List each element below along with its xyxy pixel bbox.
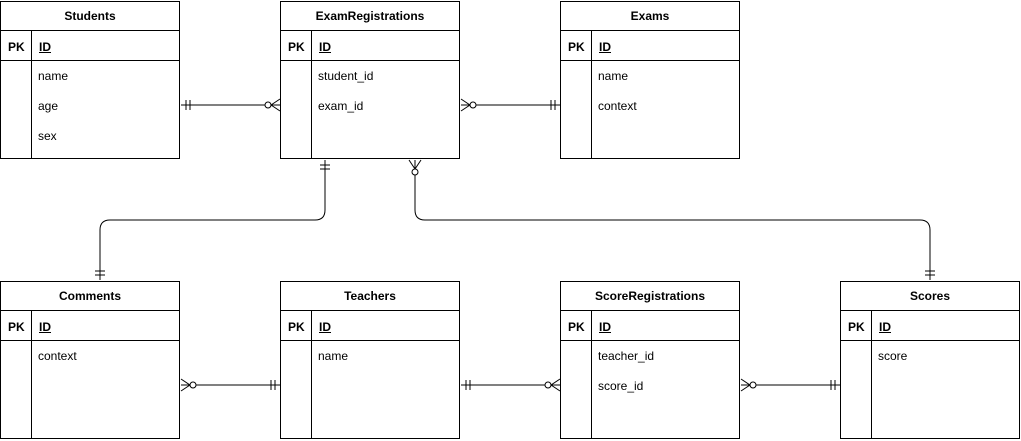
field-list: name context (561, 61, 739, 121)
pk-row: PK ID (561, 311, 739, 341)
pk-row: PK ID (841, 311, 1019, 341)
pk-label: PK (8, 40, 25, 54)
connector-score-registrations-scores (740, 378, 840, 392)
field-list: name (281, 341, 459, 371)
field-list: name age sex (1, 61, 179, 151)
field-name: name (598, 69, 629, 83)
connector-exam-registrations-scores (408, 159, 935, 280)
pk-label: PK (288, 40, 305, 54)
pk-field: ID (39, 40, 51, 54)
field-score-id: score_id (598, 379, 644, 393)
column-divider (591, 31, 592, 158)
pk-label: PK (8, 320, 25, 334)
pk-label: PK (848, 320, 865, 334)
column-divider (871, 311, 872, 438)
entity-title: Exams (561, 2, 739, 31)
pk-field: ID (319, 40, 331, 54)
entity-teachers[interactable]: Teachers PK ID name (280, 281, 460, 439)
pk-field: ID (39, 320, 51, 334)
connector-exam-registrations-comments (95, 160, 330, 280)
field-context: context (38, 349, 77, 363)
pk-field: ID (879, 320, 891, 334)
field-list: student_id exam_id (281, 61, 459, 121)
entity-title: Teachers (281, 282, 459, 311)
field-context: context (598, 99, 637, 113)
entity-score-registrations[interactable]: ScoreRegistrations PK ID teacher_id scor… (560, 281, 740, 439)
field-age: age (38, 99, 59, 113)
pk-row: PK ID (281, 311, 459, 341)
pk-label: PK (288, 320, 305, 334)
entity-title: Comments (1, 282, 179, 311)
field-exam-id: exam_id (318, 99, 364, 113)
pk-label: PK (568, 320, 585, 334)
field-score: score (878, 349, 908, 363)
connector-students-exam-registrations (181, 98, 281, 112)
entity-title: ExamRegistrations (281, 2, 459, 31)
entity-title: ScoreRegistrations (561, 282, 739, 311)
entity-exam-registrations[interactable]: ExamRegistrations PK ID student_id exam_… (280, 1, 460, 159)
pk-field: ID (319, 320, 331, 334)
field-name: name (318, 349, 349, 363)
pk-field: ID (599, 320, 611, 334)
entity-comments[interactable]: Comments PK ID context (0, 281, 180, 439)
field-student-id: student_id (318, 69, 374, 83)
column-divider (591, 311, 592, 438)
pk-row: PK ID (1, 31, 179, 61)
column-divider (311, 31, 312, 158)
pk-row: PK ID (1, 311, 179, 341)
field-list: teacher_id score_id (561, 341, 739, 401)
pk-row: PK ID (561, 31, 739, 61)
pk-row: PK ID (281, 31, 459, 61)
connector-exam-registrations-exams (460, 98, 560, 112)
connector-comments-teachers (180, 378, 280, 392)
entity-scores[interactable]: Scores PK ID score (840, 281, 1020, 439)
connector-teachers-score-registrations (461, 378, 561, 392)
pk-label: PK (568, 40, 585, 54)
entity-students[interactable]: Students PK ID name age sex (0, 1, 180, 159)
entity-title: Students (1, 2, 179, 31)
field-teacher-id: teacher_id (598, 349, 655, 363)
pk-field: ID (599, 40, 611, 54)
column-divider (31, 311, 32, 438)
field-list: score (841, 341, 1019, 371)
field-sex: sex (38, 129, 57, 143)
entity-title: Scores (841, 282, 1019, 311)
entity-exams[interactable]: Exams PK ID name context (560, 1, 740, 159)
field-list: context (1, 341, 179, 371)
field-name: name (38, 69, 69, 83)
column-divider (31, 31, 32, 158)
column-divider (311, 311, 312, 438)
